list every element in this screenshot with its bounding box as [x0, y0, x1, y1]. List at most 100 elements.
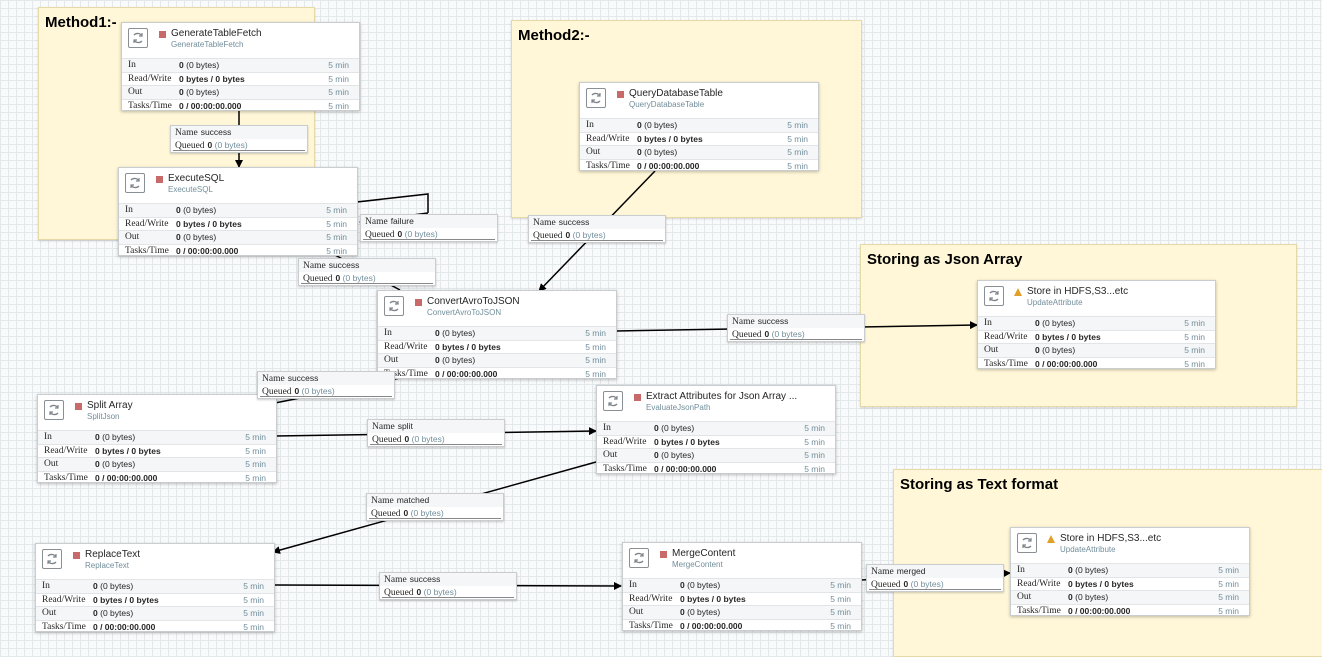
stat-value: 0 / 00:00:00.000 [680, 620, 742, 633]
stat-label: Read/Write [125, 218, 169, 229]
stat-value: 0 (0 bytes) [435, 354, 475, 367]
stat-label: Read/Write [984, 331, 1028, 342]
connection-name-label: Name [365, 217, 388, 227]
stat-bytes: (0 bytes) [661, 450, 695, 461]
stat-label: Out [42, 608, 57, 619]
stat-label: In [603, 423, 611, 433]
stat-window: 5 min [787, 133, 808, 144]
processor-type: UpdateAttribute [1060, 545, 1116, 554]
stat-tasks: 0 / 00:00:00.000 [95, 472, 158, 483]
stat-label: Read/Write [586, 133, 630, 144]
connection-queued-count: 0 [416, 587, 422, 597]
connection-queued-label: Queued [871, 580, 901, 590]
stat-rw: 0 bytes / 0 bytes [654, 436, 720, 447]
connection-queued-count: 0 [404, 434, 410, 444]
stat-label: In [384, 328, 392, 338]
stat-bytes: (0 bytes) [1042, 345, 1076, 356]
stat-window: 5 min [328, 87, 349, 98]
connection-queued-label: Queued [175, 141, 205, 151]
stat-count: 0 [680, 580, 685, 590]
processor-name: Store in HDFS,S3...etc [1060, 533, 1162, 544]
connection-relationship: matched [396, 495, 430, 505]
stat-value: 0 (0 bytes) [654, 449, 694, 462]
stopped-icon [415, 299, 422, 306]
connection-queued-bytes: (0 bytes) [423, 587, 457, 597]
processor-name: Store in HDFS,S3...etc [1027, 286, 1129, 297]
stat-tasks: 0 / 00:00:00.000 [1035, 358, 1098, 369]
processor-name: ExecuteSQL [168, 173, 225, 184]
stat-rw: 0 bytes / 0 bytes [680, 593, 746, 604]
stat-window: 5 min [585, 341, 606, 352]
warning-icon[interactable] [1014, 288, 1022, 296]
stat-bytes: (0 bytes) [1075, 565, 1109, 575]
processor-icon [1017, 533, 1037, 553]
stat-value: 0 (0 bytes) [93, 607, 133, 620]
stat-bytes: (0 bytes) [442, 328, 476, 338]
connection-queued-label: Queued [262, 387, 292, 397]
processor-extract-attributes[interactable]: Extract Attributes for Json Array ...Eva… [596, 385, 836, 474]
stat-bytes: (0 bytes) [100, 581, 134, 591]
processor-icon [984, 286, 1004, 306]
connection-queued-label: Queued [732, 330, 762, 340]
connection-name-label: Name [371, 496, 394, 506]
processor-icon [42, 549, 62, 569]
stat-label: Read/Write [44, 445, 88, 456]
connection-queued-label: Queued [365, 230, 395, 240]
stat-label: Out [384, 355, 399, 366]
stat-bytes: (0 bytes) [442, 355, 476, 366]
stat-value: 0 (0 bytes) [637, 146, 677, 159]
stat-value: 0 (0 bytes) [1035, 317, 1075, 330]
stat-label: Out [125, 232, 140, 243]
processor-type: MergeContent [672, 560, 723, 569]
connection-queued-bytes: (0 bytes) [301, 386, 335, 396]
stat-window: 5 min [1184, 358, 1205, 369]
processor-icon [603, 391, 623, 411]
stat-window: 5 min [245, 472, 266, 483]
connection-queued-count: 0 [294, 386, 300, 396]
stat-value: 0 bytes / 0 bytes [654, 436, 720, 449]
stat-count: 0 [680, 607, 685, 618]
stat-count: 0 [637, 147, 642, 158]
warning-icon[interactable] [1047, 535, 1055, 543]
processor-icon [125, 173, 145, 193]
connection-relationship: success [409, 574, 441, 584]
stat-bytes: (0 bytes) [687, 607, 721, 618]
label-text-format-text: Storing as Text format [900, 476, 1059, 493]
stat-label: Read/Write [42, 594, 86, 605]
